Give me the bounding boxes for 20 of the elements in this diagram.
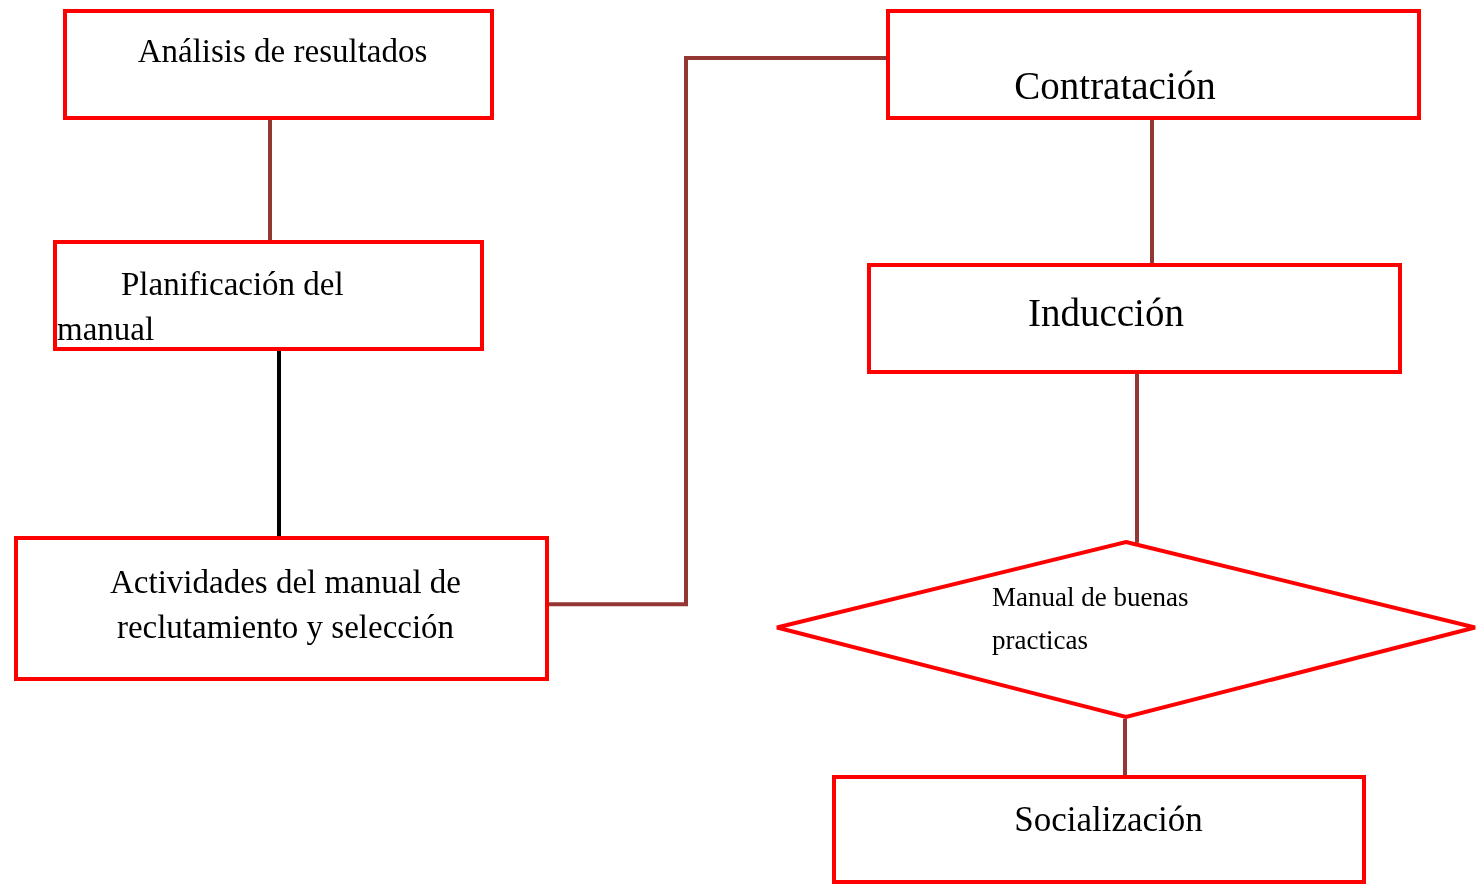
node-label: Actividades del manual de reclutamiento y selección bbox=[109, 563, 462, 647]
connector-line bbox=[268, 120, 272, 240]
process-box bbox=[14, 536, 549, 681]
node-label: Manual de buenas practicas bbox=[992, 581, 1190, 658]
node-label: Planificación del manual bbox=[57, 265, 345, 349]
process-box bbox=[832, 775, 1366, 884]
process-box bbox=[53, 240, 484, 351]
node-label: Análisis de resultados bbox=[136, 32, 429, 71]
node-label: Contratación bbox=[1013, 63, 1217, 109]
node-label: Inducción bbox=[1027, 290, 1185, 336]
node-label: Socialización bbox=[1013, 799, 1204, 841]
decision-diamond bbox=[775, 540, 1477, 719]
connector-line bbox=[549, 56, 886, 607]
connector-line bbox=[1123, 718, 1127, 775]
connector-line bbox=[1135, 374, 1139, 543]
connector-line bbox=[1150, 120, 1154, 263]
process-box bbox=[886, 9, 1421, 120]
connector-line bbox=[277, 351, 281, 536]
process-box bbox=[867, 263, 1402, 374]
process-box bbox=[63, 9, 494, 120]
